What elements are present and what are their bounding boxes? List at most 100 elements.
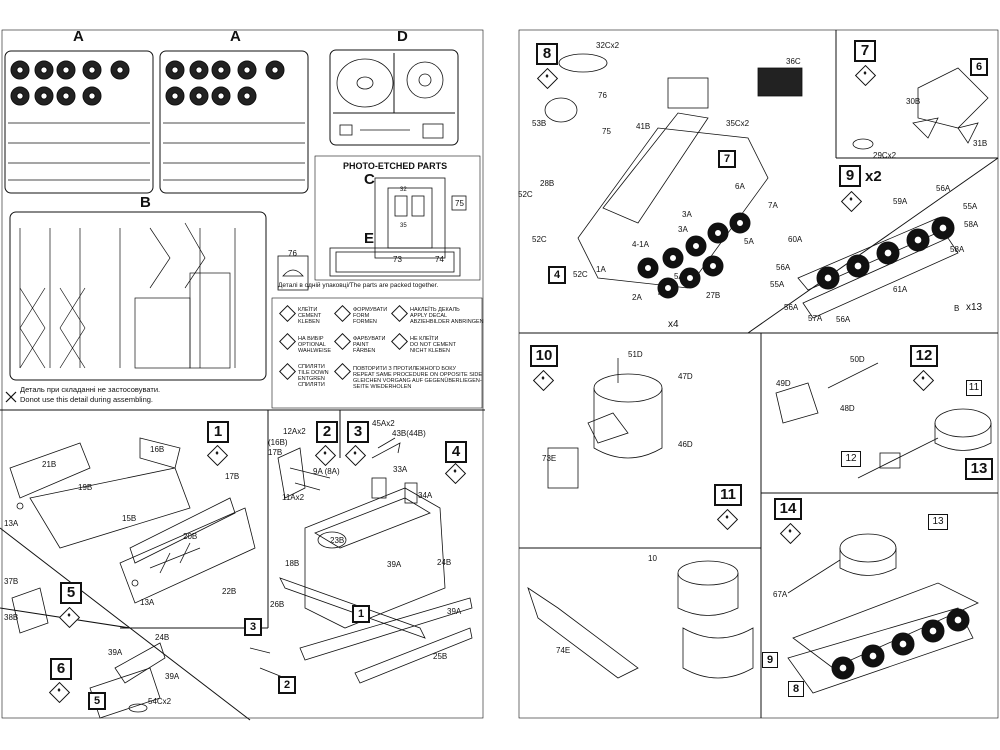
repeat-count: x13: [966, 302, 983, 313]
wheel-hub-drawing: [40, 66, 48, 74]
part-label: 29Cx2: [873, 151, 897, 160]
photo-etched-title: PHOTO-ETCHED PARTS: [343, 161, 448, 171]
part-label: 54Cx2: [148, 697, 172, 706]
packed-together-note: Деталі в одній упаковці/The parts are pa…: [278, 282, 439, 289]
part-label: 27B: [706, 291, 721, 300]
part-label: 51D: [628, 350, 643, 359]
legend-paint: ФАРБУВАТИ PAINT FÄRBEN: [353, 336, 386, 354]
part-label: 39A: [447, 607, 462, 616]
step-10-number: 10: [530, 345, 558, 367]
pe-32-label: 32: [400, 187, 407, 193]
sub-step-9-marker: 9: [762, 652, 778, 668]
part-label: 25B: [433, 652, 448, 661]
step-13-number: 13: [965, 458, 993, 480]
part-label: 38B: [4, 613, 19, 622]
part-label: 4A: [658, 289, 668, 298]
part-label: 74E: [556, 646, 571, 655]
sprue-d-label: D: [397, 28, 408, 45]
wheel-hub-drawing: [898, 639, 908, 649]
step-11-number: 11: [714, 484, 742, 506]
part-label: 37B: [4, 577, 19, 586]
sprue-b-label: B: [140, 194, 151, 211]
part-label: 15B: [122, 514, 137, 523]
part-label: 75: [602, 127, 611, 136]
pe-75-label: 75: [455, 199, 464, 208]
step-9-multiplier: x2: [865, 168, 882, 185]
part-label: 19B: [78, 483, 93, 492]
part-label: 32Cx2: [596, 41, 620, 50]
wheel-hub-drawing: [16, 66, 24, 74]
pe-e-label: E: [364, 230, 375, 247]
part-label: 43B(44B): [392, 429, 426, 438]
pe-73-label: 73: [393, 255, 402, 264]
pe-c-label: C: [364, 171, 375, 188]
part-label: 18B: [285, 559, 300, 568]
part-label: 4-1A: [632, 240, 649, 249]
part-label: 2A: [632, 293, 642, 302]
wheel-hub-drawing: [686, 274, 694, 282]
wheel-hub-drawing: [16, 92, 24, 100]
legend-no-cement: НЕ КЛЕЇТИ DO NOT CEMENT NICHT KLEBEN: [410, 336, 457, 354]
unused-note-en: Donot use this detail during assembling.: [20, 395, 153, 404]
part-label: 45Ax2: [372, 419, 395, 428]
part-label: 36C: [786, 57, 801, 66]
pe-35-label: 35: [400, 223, 407, 229]
part-label: 59A: [893, 197, 908, 206]
step-1-number: 1: [207, 421, 229, 443]
sub-step-6-marker: 6: [970, 58, 988, 76]
part-label: 55A: [963, 202, 978, 211]
part-label: 3A: [682, 210, 692, 219]
page-right-linework: [518, 29, 999, 719]
step-9-number: 9: [839, 165, 861, 187]
part-label: 46D: [678, 440, 693, 449]
wheel-hub-drawing: [664, 284, 672, 292]
wheel-hub-drawing: [40, 92, 48, 100]
part-label: 9A (8A): [313, 467, 340, 476]
part-label: 39A: [108, 648, 123, 657]
part-label: 41B: [636, 122, 651, 131]
wheel-hub-drawing: [195, 66, 203, 74]
wheel-hub-drawing: [243, 66, 251, 74]
part-label: 11Ax2: [282, 493, 305, 502]
part-label: 39A: [165, 672, 180, 681]
part-label: 52C: [532, 235, 547, 244]
part-label: 30B: [906, 97, 921, 106]
step-7-number: 7: [854, 40, 876, 62]
wheel-hub-drawing: [692, 242, 700, 250]
pe-74-label: 74: [435, 255, 444, 264]
part-label: 26B: [270, 600, 285, 609]
part-76-label: 76: [288, 249, 297, 258]
sub-step-8-marker: 8: [788, 681, 804, 697]
part-label: 47D: [678, 372, 693, 381]
wheel-hub-drawing: [171, 66, 179, 74]
part-label: 35Cx2: [726, 119, 750, 128]
sprue-a-label-2: A: [230, 28, 241, 45]
part-label: 56A: [776, 263, 791, 272]
part-label: 28B: [540, 179, 555, 188]
part-label: 52C: [573, 270, 588, 279]
step-2-number: 2: [316, 421, 338, 443]
legend-optional: НА ВИБІР OPTIONAL WAHLWEISE: [298, 336, 332, 354]
part-label: 5A: [674, 272, 684, 281]
part-label: 1A: [596, 265, 606, 274]
wheel-hub-drawing: [171, 92, 179, 100]
part-label: 34A: [418, 491, 433, 500]
part-label: 60A: [788, 235, 803, 244]
part-label: 56A: [936, 184, 951, 193]
part-label: 52C: [518, 190, 533, 199]
wheel-hub-drawing: [88, 66, 96, 74]
wheel-hub-drawing: [116, 66, 124, 74]
wheel-hub-drawing: [644, 264, 652, 272]
wheel-hub-drawing: [868, 651, 878, 661]
sub-step-11-marker: 11: [966, 380, 982, 396]
sub-step-5-marker: 5: [88, 692, 106, 710]
sub-step-4-marker: 4: [548, 266, 566, 284]
part-label: 73E: [542, 454, 557, 463]
sub-step-2-marker: 2: [278, 676, 296, 694]
part-label: 21B: [42, 460, 57, 469]
wheel-hub-drawing: [62, 92, 70, 100]
sprue-a-label: A: [73, 28, 84, 45]
step-14-number: 14: [774, 498, 802, 520]
part-label: 20B: [183, 532, 198, 541]
legend-repeat: ПОВТОРИТИ З ПРОТИЛЕЖНОГО БОКУ REPEAT SAM…: [353, 366, 483, 390]
